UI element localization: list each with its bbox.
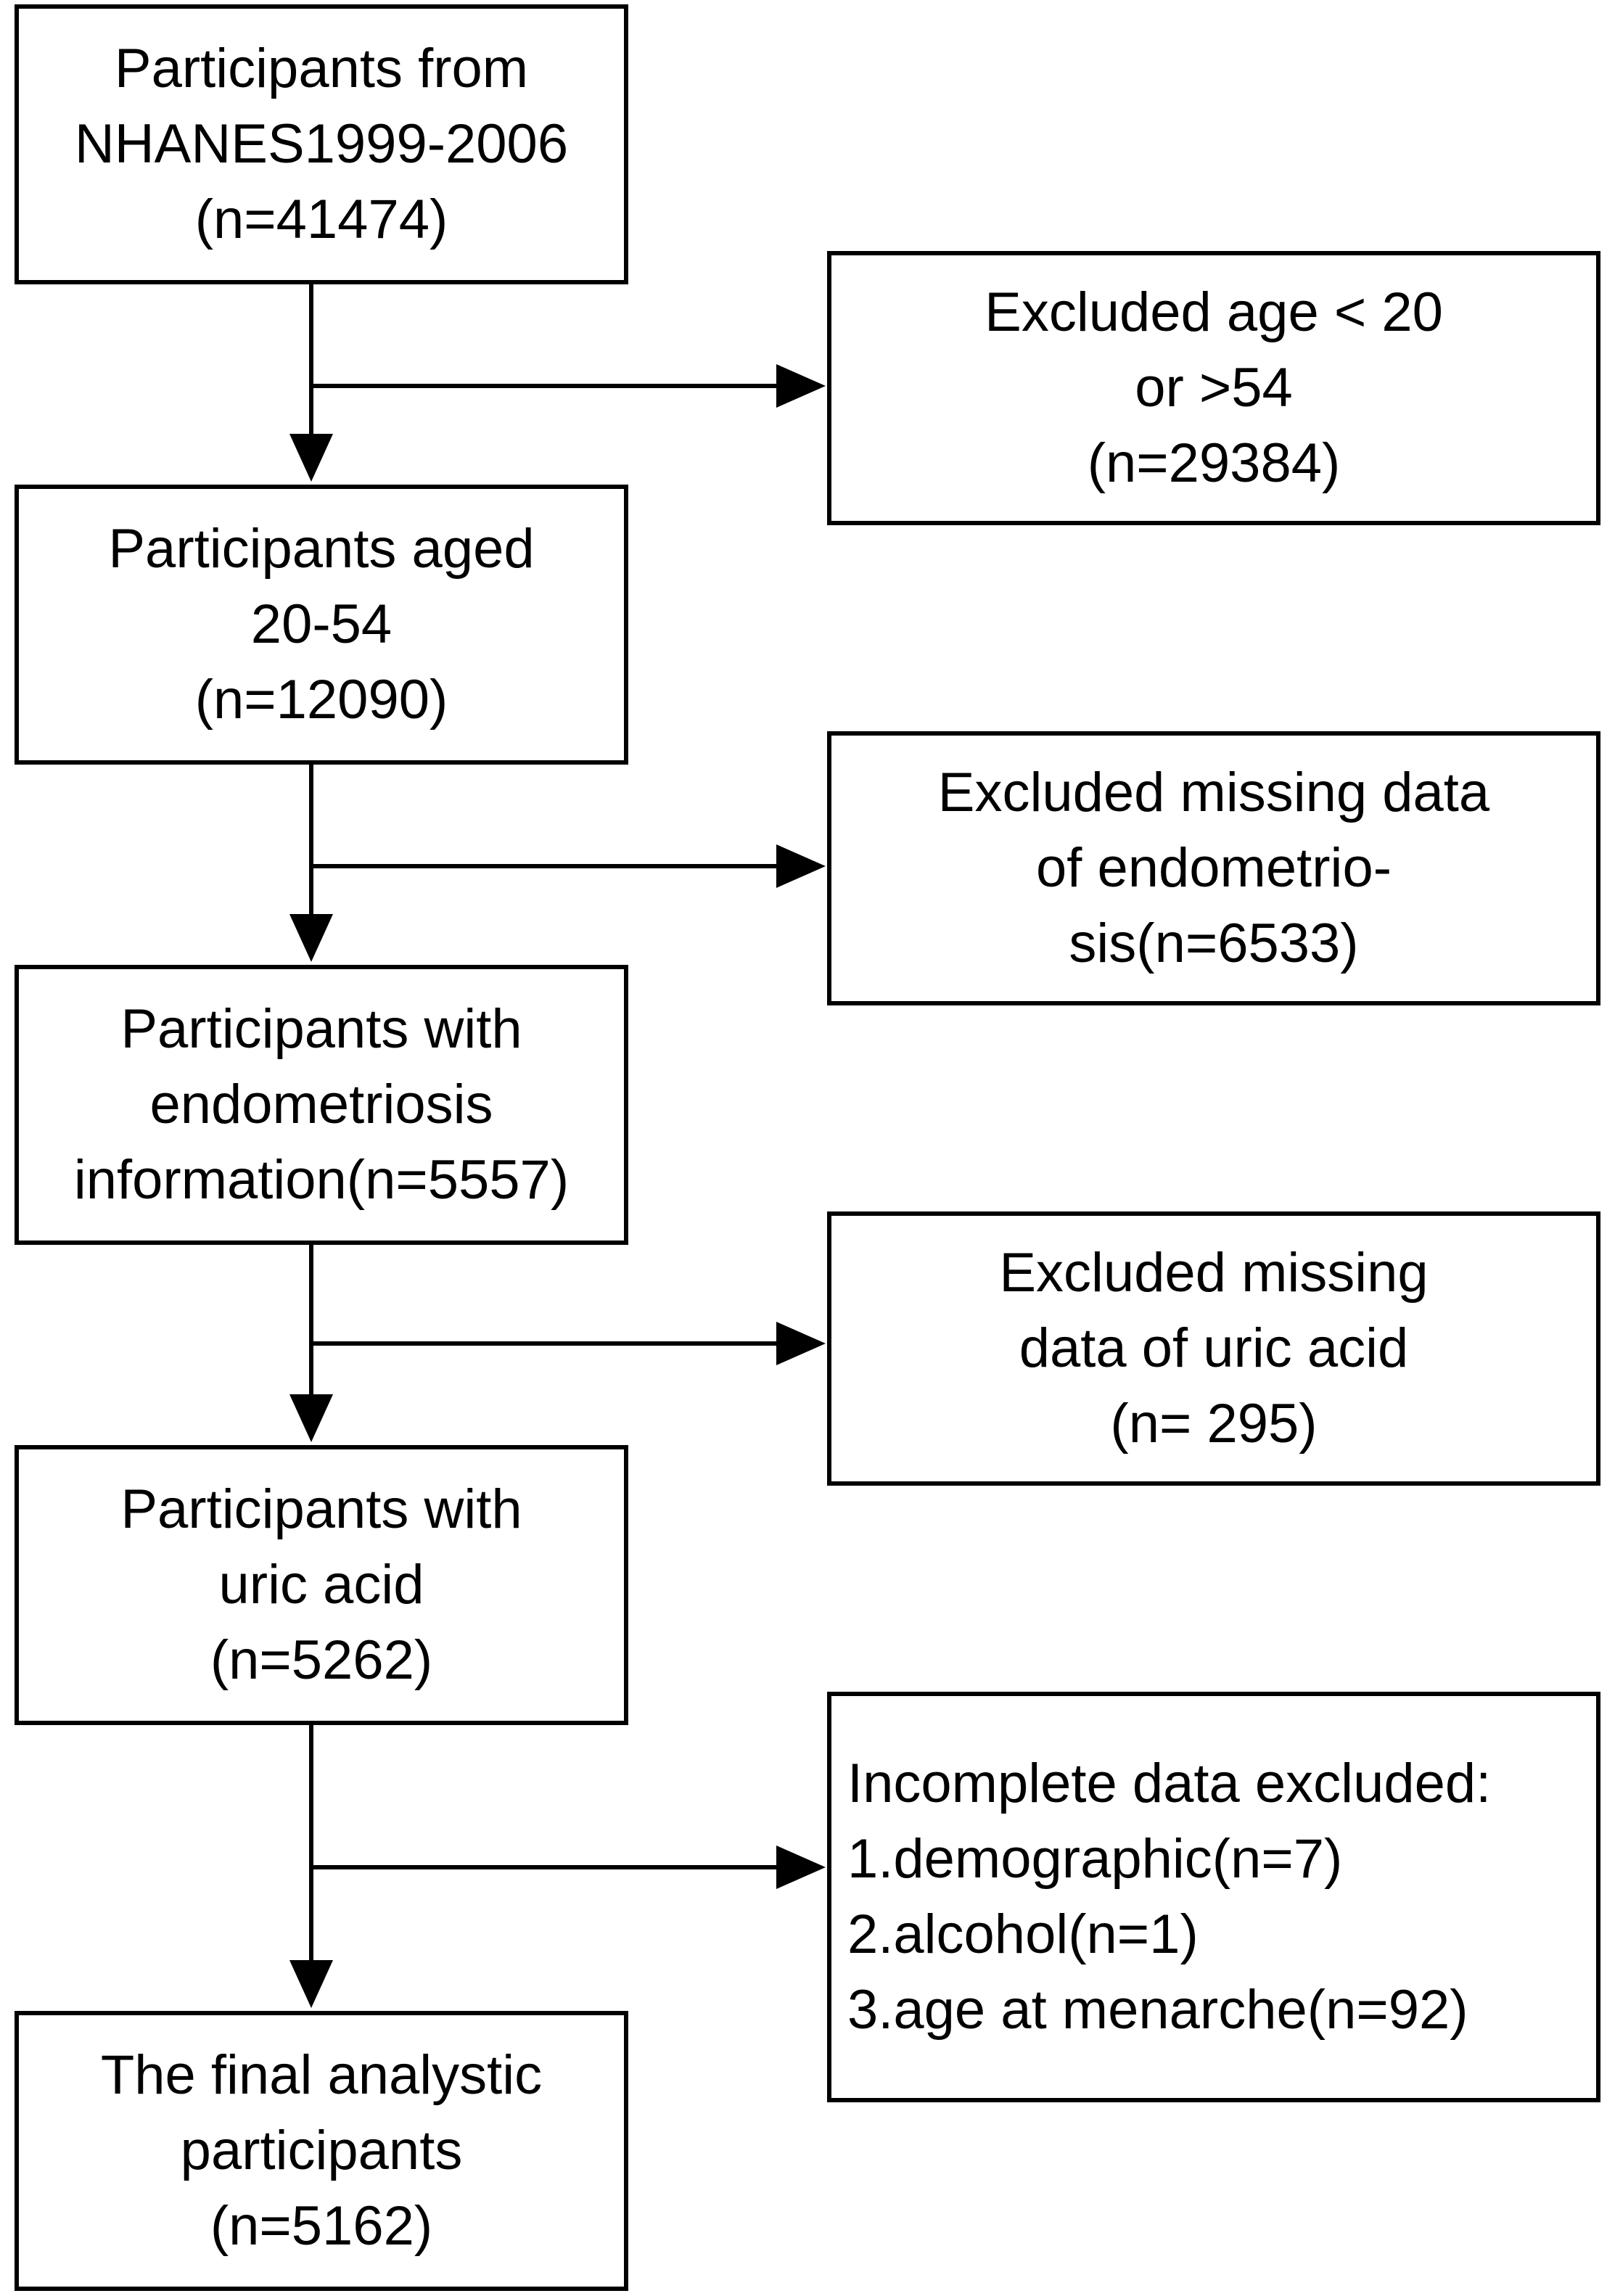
box-text-line: participants bbox=[180, 2120, 463, 2181]
box-excluded-uric-acid: Excluded missing data of uric acid (n= 2… bbox=[827, 1211, 1600, 1486]
box-text-line: data of uric acid bbox=[1019, 1317, 1409, 1379]
box-text-line: Participants from bbox=[114, 38, 529, 99]
box-text-line: 2.alcohol(n=1) bbox=[847, 1904, 1199, 1965]
box-uric-acid-participants: Participants with uric acid (n=5262) bbox=[15, 1445, 628, 1725]
box-text-line: (n=41474) bbox=[194, 189, 448, 250]
box-all-participants: Participants from NHANES1999-2006 (n=414… bbox=[15, 4, 628, 284]
box-text-line: (n=5162) bbox=[210, 2195, 433, 2257]
box-text-line: Excluded missing data bbox=[937, 762, 1490, 823]
box-excluded-endometriosis: Excluded missing data of endometrio- sis… bbox=[827, 731, 1600, 1005]
box-text-line: or >54 bbox=[1135, 357, 1293, 419]
arrow-head bbox=[776, 1846, 826, 1889]
box-text-line: (n=29384) bbox=[1087, 432, 1341, 494]
box-text-line: information(n=5557) bbox=[73, 1149, 570, 1211]
box-text-line: of endometrio- bbox=[1035, 837, 1392, 899]
box-text-line: NHANES1999-2006 bbox=[74, 113, 569, 175]
box-aged-participants: Participants aged 20-54 (n=12090) bbox=[15, 485, 628, 765]
arrow-head bbox=[776, 844, 826, 888]
box-text-line: uric acid bbox=[218, 1554, 424, 1616]
box-text-line: Excluded age < 20 bbox=[985, 281, 1443, 343]
arrow-to-exclusion-3 bbox=[311, 1322, 826, 1365]
arrow-to-exclusion-4 bbox=[311, 1846, 826, 1889]
box-incomplete-data-excluded: Incomplete data excluded: 1.demographic(… bbox=[827, 1692, 1600, 2102]
box-text-line: (n=12090) bbox=[194, 669, 448, 731]
arrow-1-to-2 bbox=[289, 284, 333, 482]
arrow-3-to-4 bbox=[289, 1245, 333, 1442]
arrow-4-to-5 bbox=[289, 1725, 333, 2008]
box-text-line: Participants with bbox=[120, 1478, 522, 1540]
box-text-line: (n= 295) bbox=[1110, 1393, 1318, 1454]
box-excluded-age: Excluded age < 20 or >54 (n=29384) bbox=[827, 251, 1600, 525]
box-text-line: 20-54 bbox=[250, 593, 392, 655]
box-text-line: endometriosis bbox=[149, 1074, 493, 1135]
box-text-line: Participants with bbox=[120, 998, 522, 1060]
box-text-line: Participants aged bbox=[108, 518, 535, 580]
box-text-line: 3.age at menarche(n=92) bbox=[847, 1979, 1468, 2041]
box-text-line: (n=5262) bbox=[210, 1629, 433, 1691]
arrow-head bbox=[289, 434, 333, 482]
arrow-head bbox=[289, 1394, 333, 1442]
box-final-participants: The final analystic participants (n=5162… bbox=[15, 2011, 628, 2291]
arrow-2-to-3 bbox=[289, 765, 333, 962]
arrow-to-exclusion-2 bbox=[311, 844, 826, 888]
box-text-line: 1.demographic(n=7) bbox=[847, 1828, 1343, 1890]
box-endometriosis-participants: Participants with endometriosis informat… bbox=[15, 965, 628, 1245]
arrow-to-exclusion-1 bbox=[311, 364, 826, 408]
box-text-line: Excluded missing bbox=[999, 1242, 1429, 1304]
arrow-head bbox=[776, 364, 826, 408]
arrow-head bbox=[289, 1960, 333, 2008]
box-text-line: The final analystic bbox=[100, 2044, 543, 2106]
arrow-head bbox=[776, 1322, 826, 1365]
arrow-head bbox=[289, 914, 333, 962]
box-text-line: sis(n=6533) bbox=[1069, 913, 1359, 974]
box-text-line: Incomplete data excluded: bbox=[847, 1753, 1492, 1814]
